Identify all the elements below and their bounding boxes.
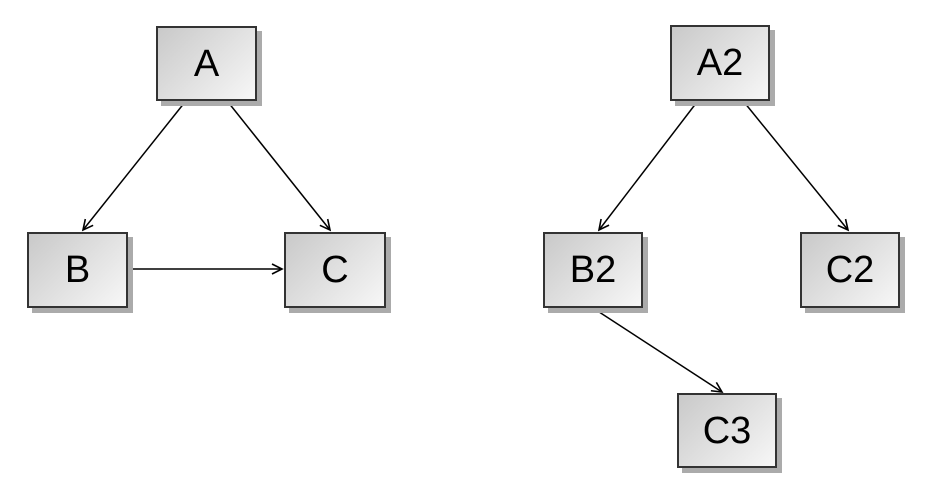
node-a2-label: A2 bbox=[696, 42, 744, 84]
edge-a-to-c bbox=[227, 101, 332, 232]
node-b2-label: B2 bbox=[569, 249, 617, 291]
edge-a2-to-c2 bbox=[743, 101, 850, 232]
node-a-label: A bbox=[193, 42, 220, 85]
node-c3-label: C3 bbox=[702, 409, 752, 452]
node-b2: B2 bbox=[543, 232, 643, 308]
node-b: B bbox=[27, 232, 128, 308]
node-c-label: C bbox=[321, 249, 349, 291]
node-b-label: B bbox=[64, 249, 91, 291]
edge-a2-to-b2 bbox=[597, 101, 698, 232]
edge-a-to-b bbox=[81, 101, 186, 232]
node-a2: A2 bbox=[670, 25, 770, 101]
node-c2: C2 bbox=[800, 232, 900, 308]
node-c2-label: C2 bbox=[825, 249, 875, 291]
edge-b2-to-c3 bbox=[592, 307, 724, 393]
node-c3: C3 bbox=[677, 393, 777, 468]
node-c: C bbox=[284, 232, 386, 308]
node-a: A bbox=[156, 26, 257, 101]
